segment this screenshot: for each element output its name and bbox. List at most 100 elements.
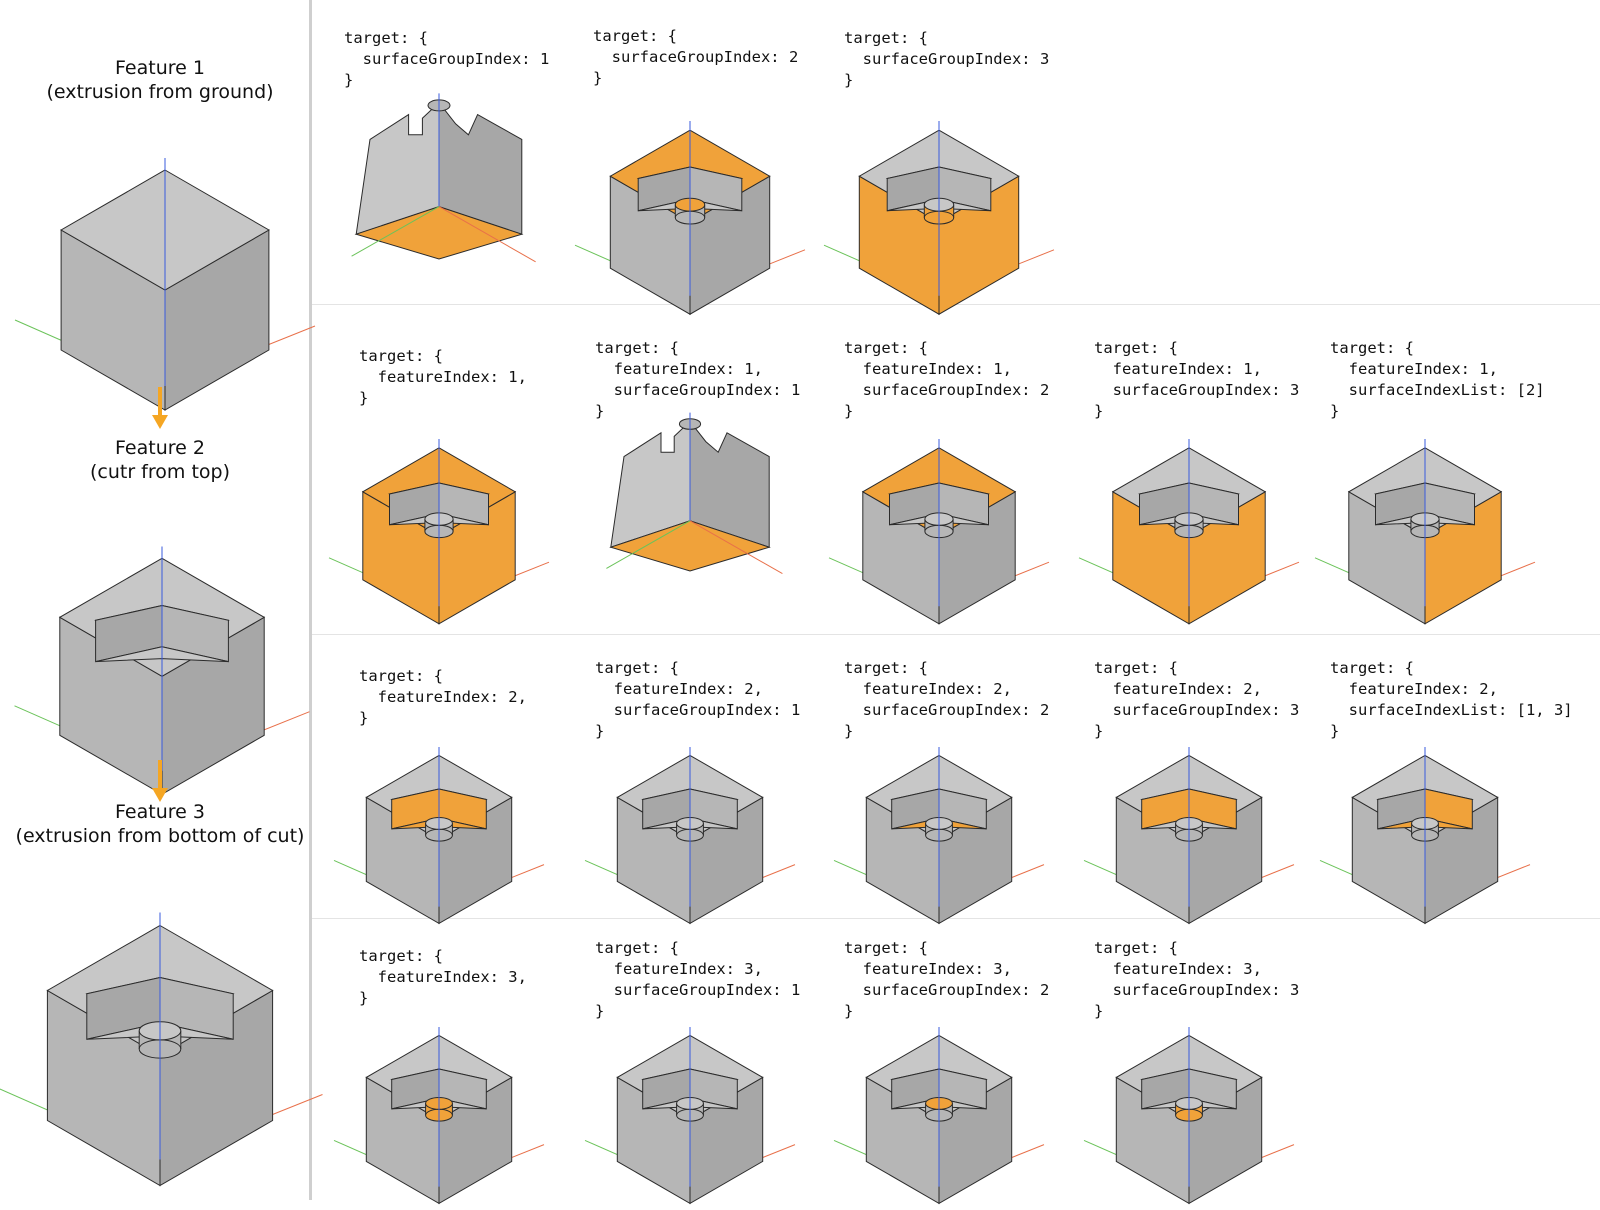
arrow-head: [152, 415, 168, 429]
cube-cut: [14, 546, 310, 796]
target-code-block: target: { featureIndex: 2, surfaceGroupI…: [844, 658, 1049, 742]
code-line: }: [595, 402, 605, 420]
target-code-block: target: { surfaceGroupIndex: 2}: [593, 26, 798, 89]
code-line: featureIndex: 2,: [844, 680, 1012, 698]
code-line: surfaceGroupIndex: 2: [844, 381, 1050, 399]
code-line: surfaceGroupIndex: 3: [844, 50, 1050, 68]
target-figure: [328, 439, 550, 625]
code-line: }: [1094, 402, 1104, 420]
code-line: target: {: [844, 939, 928, 957]
code-line: }: [1330, 722, 1340, 740]
code-line: surfaceIndexList: [2]: [1330, 381, 1545, 399]
cube-boss: [1078, 439, 1300, 625]
target-code-block: target: { featureIndex: 3, surfaceGroupI…: [844, 938, 1049, 1022]
cube-boss: [1083, 1027, 1295, 1205]
code-line: surfaceIndexList: [1, 3]: [1330, 701, 1573, 719]
code-line: }: [1094, 1002, 1104, 1020]
code-line: }: [844, 722, 854, 740]
feature-name: Feature 3: [115, 801, 205, 823]
code-line: target: {: [359, 947, 443, 965]
code-line: featureIndex: 3,: [1094, 960, 1262, 978]
axis-y: [606, 520, 691, 569]
code-line: }: [844, 1002, 854, 1020]
code-line: surfaceGroupIndex: 2: [844, 981, 1050, 999]
feature-description: (extrusion from ground): [46, 81, 274, 103]
code-line: surfaceGroupIndex: 2: [844, 701, 1050, 719]
left-column-separator: [309, 0, 312, 1200]
code-line: target: {: [595, 659, 679, 677]
feature-figure: [14, 158, 316, 411]
target-figure: [1078, 439, 1300, 625]
target-figure: [584, 1027, 796, 1205]
code-line: target: {: [1330, 339, 1414, 357]
code-line: surfaceGroupIndex: 1: [595, 381, 801, 399]
feature-figure: [14, 546, 310, 796]
axis-y: [351, 206, 440, 257]
cube-boss: [823, 121, 1055, 316]
code-line: }: [1330, 402, 1340, 420]
target-code-block: target: { featureIndex: 1, surfaceIndexL…: [1330, 338, 1545, 422]
target-code-block: target: { featureIndex: 1, surfaceGroupI…: [595, 338, 800, 422]
cube-boss: [0, 912, 323, 1187]
target-code-block: target: { featureIndex: 2, surfaceGroupI…: [1094, 658, 1299, 742]
code-line: }: [344, 71, 354, 89]
arrow-head: [152, 788, 168, 802]
target-figure: [833, 1027, 1045, 1205]
feature-title: Feature 2(cutr from top): [0, 436, 320, 484]
cube-boss: [333, 747, 545, 925]
code-line: }: [359, 989, 369, 1007]
feature-name: Feature 2: [115, 437, 205, 459]
feature-description: (extrusion from bottom of cut): [15, 825, 305, 847]
axis-x: [438, 206, 536, 263]
cube-boss: [1083, 747, 1295, 925]
target-figure: [574, 121, 806, 316]
face-bottom: [609, 520, 771, 572]
cube-boss: [833, 1027, 1045, 1205]
code-line: featureIndex: 2,: [595, 680, 763, 698]
code-line: target: {: [1094, 659, 1178, 677]
target-figure: [1083, 1027, 1295, 1205]
cube-boss: [328, 439, 550, 625]
code-line: }: [593, 69, 603, 87]
code-line: }: [844, 71, 854, 89]
code-line: }: [359, 389, 369, 407]
code-line: }: [844, 402, 854, 420]
code-line: surfaceGroupIndex: 2: [593, 48, 799, 66]
target-figure: [606, 412, 783, 575]
cube-boss: [1319, 747, 1531, 925]
code-line: surfaceGroupIndex: 3: [1094, 981, 1300, 999]
code-line: featureIndex: 1,: [1094, 360, 1262, 378]
code-line: }: [359, 709, 369, 727]
face-bottom: [354, 206, 524, 260]
code-line: surfaceGroupIndex: 1: [595, 701, 801, 719]
axis-x: [689, 520, 783, 575]
code-line: target: {: [1094, 939, 1178, 957]
target-figure: [833, 747, 1045, 925]
target-figure: [823, 121, 1055, 316]
feature-title: Feature 3(extrusion from bottom of cut): [0, 800, 320, 848]
cube-boss: [333, 1027, 545, 1205]
cube-boss: [584, 747, 796, 925]
feature-figure: [0, 912, 323, 1187]
code-line: featureIndex: 2,: [1330, 680, 1498, 698]
target-figure: [351, 93, 536, 263]
code-line: featureIndex: 3,: [359, 968, 527, 986]
row-separator: [312, 918, 1600, 919]
code-line: surfaceGroupIndex: 3: [1094, 381, 1300, 399]
cube-boss: [1314, 439, 1536, 625]
target-code-block: target: { featureIndex: 3, surfaceGroupI…: [595, 938, 800, 1022]
code-line: featureIndex: 2,: [359, 688, 527, 706]
target-code-block: target: { featureIndex: 1,}: [359, 346, 527, 409]
target-code-block: target: { featureIndex: 1, surfaceGroupI…: [1094, 338, 1299, 422]
code-line: featureIndex: 1,: [1330, 360, 1498, 378]
target-code-block: target: { featureIndex: 2,}: [359, 666, 527, 729]
code-line: target: {: [359, 347, 443, 365]
target-code-block: target: { featureIndex: 2, surfaceIndexL…: [1330, 658, 1573, 742]
target-figure: [1314, 439, 1536, 625]
feature-title: Feature 1(extrusion from ground): [0, 56, 320, 104]
arrow-down-icon: [152, 387, 168, 429]
code-line: target: {: [844, 659, 928, 677]
arrow-down-icon: [152, 760, 168, 802]
target-code-block: target: { featureIndex: 1, surfaceGroupI…: [844, 338, 1049, 422]
